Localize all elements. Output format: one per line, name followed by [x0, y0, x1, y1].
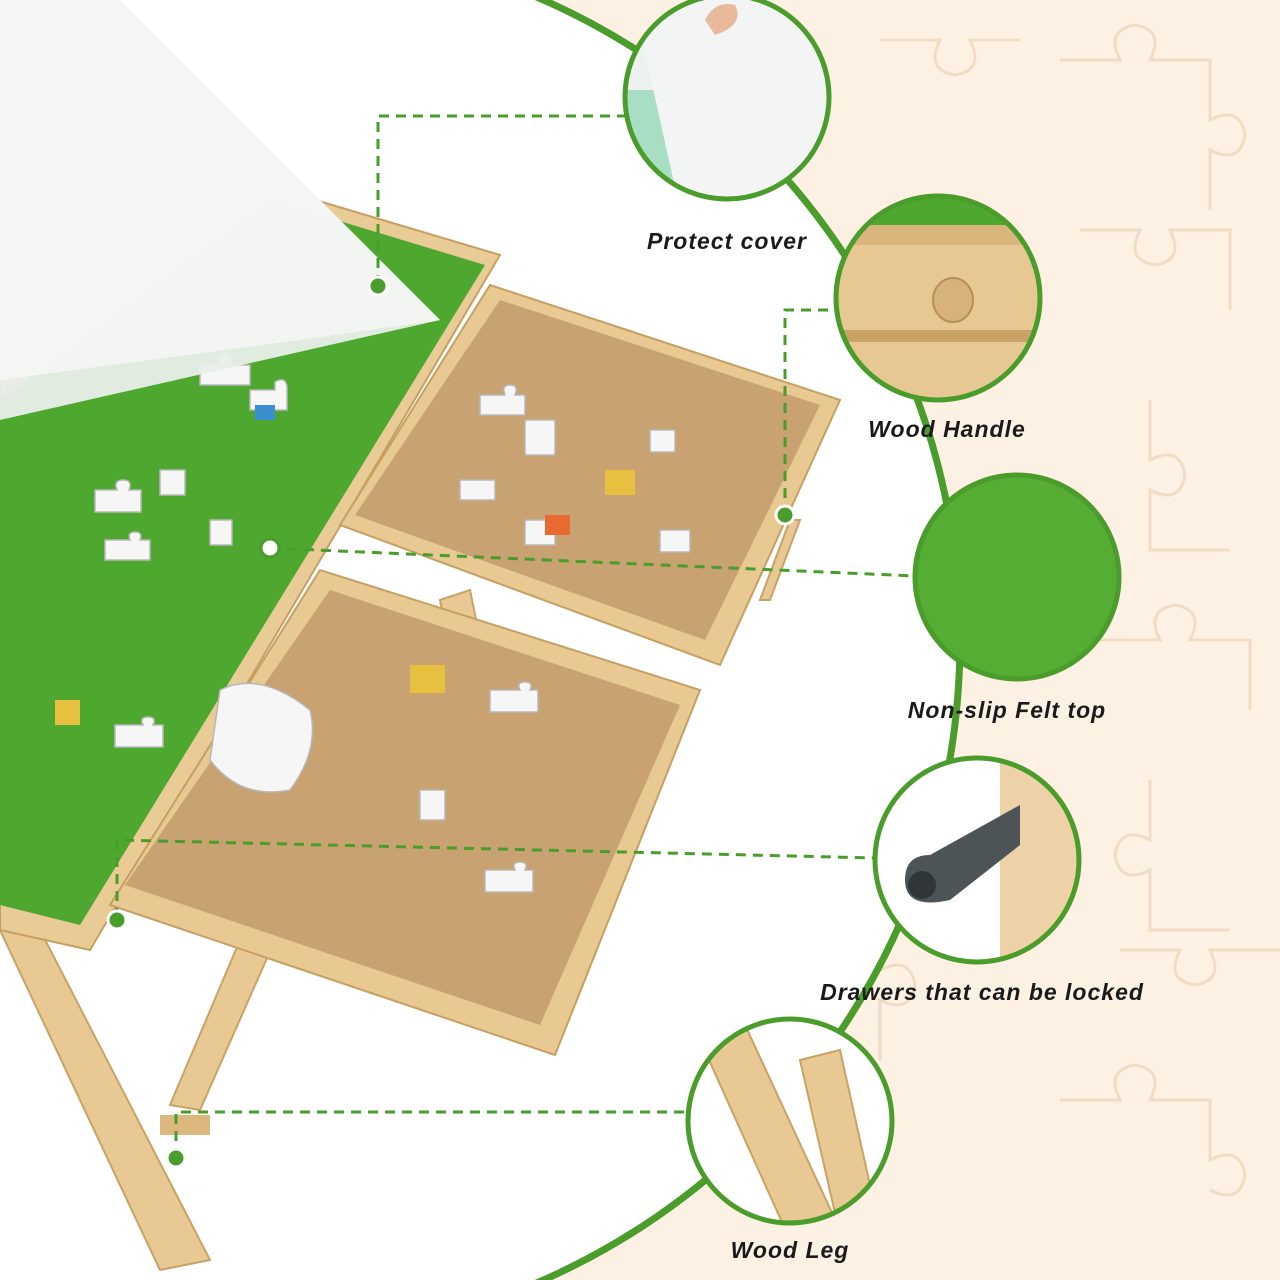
callout-anchor-dots	[106, 275, 796, 1169]
wood-handle-label: Wood Handle	[868, 416, 1026, 442]
wood-handle-closeup-icon	[833, 193, 1043, 403]
puzzle-background-pattern	[878, 23, 1280, 1197]
drawer-lock-label: Drawers that can be locked	[820, 979, 1144, 1005]
protect-cover-closeup-icon	[622, 0, 832, 202]
callout-connectors	[115, 114, 916, 1158]
felt-top-label: Non-slip Felt top	[907, 697, 1107, 723]
colored-puzzle-pieces	[55, 405, 635, 725]
felt-top-closeup-icon	[912, 472, 1122, 682]
wood-leg-closeup-icon	[685, 1016, 895, 1226]
drawer-lock-closeup-icon	[872, 755, 1082, 965]
wood-leg-label: Wood Leg	[730, 1237, 850, 1263]
puzzle-table	[0, 0, 842, 1272]
protect-cover-label: Protect cover	[646, 228, 808, 254]
puzzle-pieces	[94, 352, 691, 893]
